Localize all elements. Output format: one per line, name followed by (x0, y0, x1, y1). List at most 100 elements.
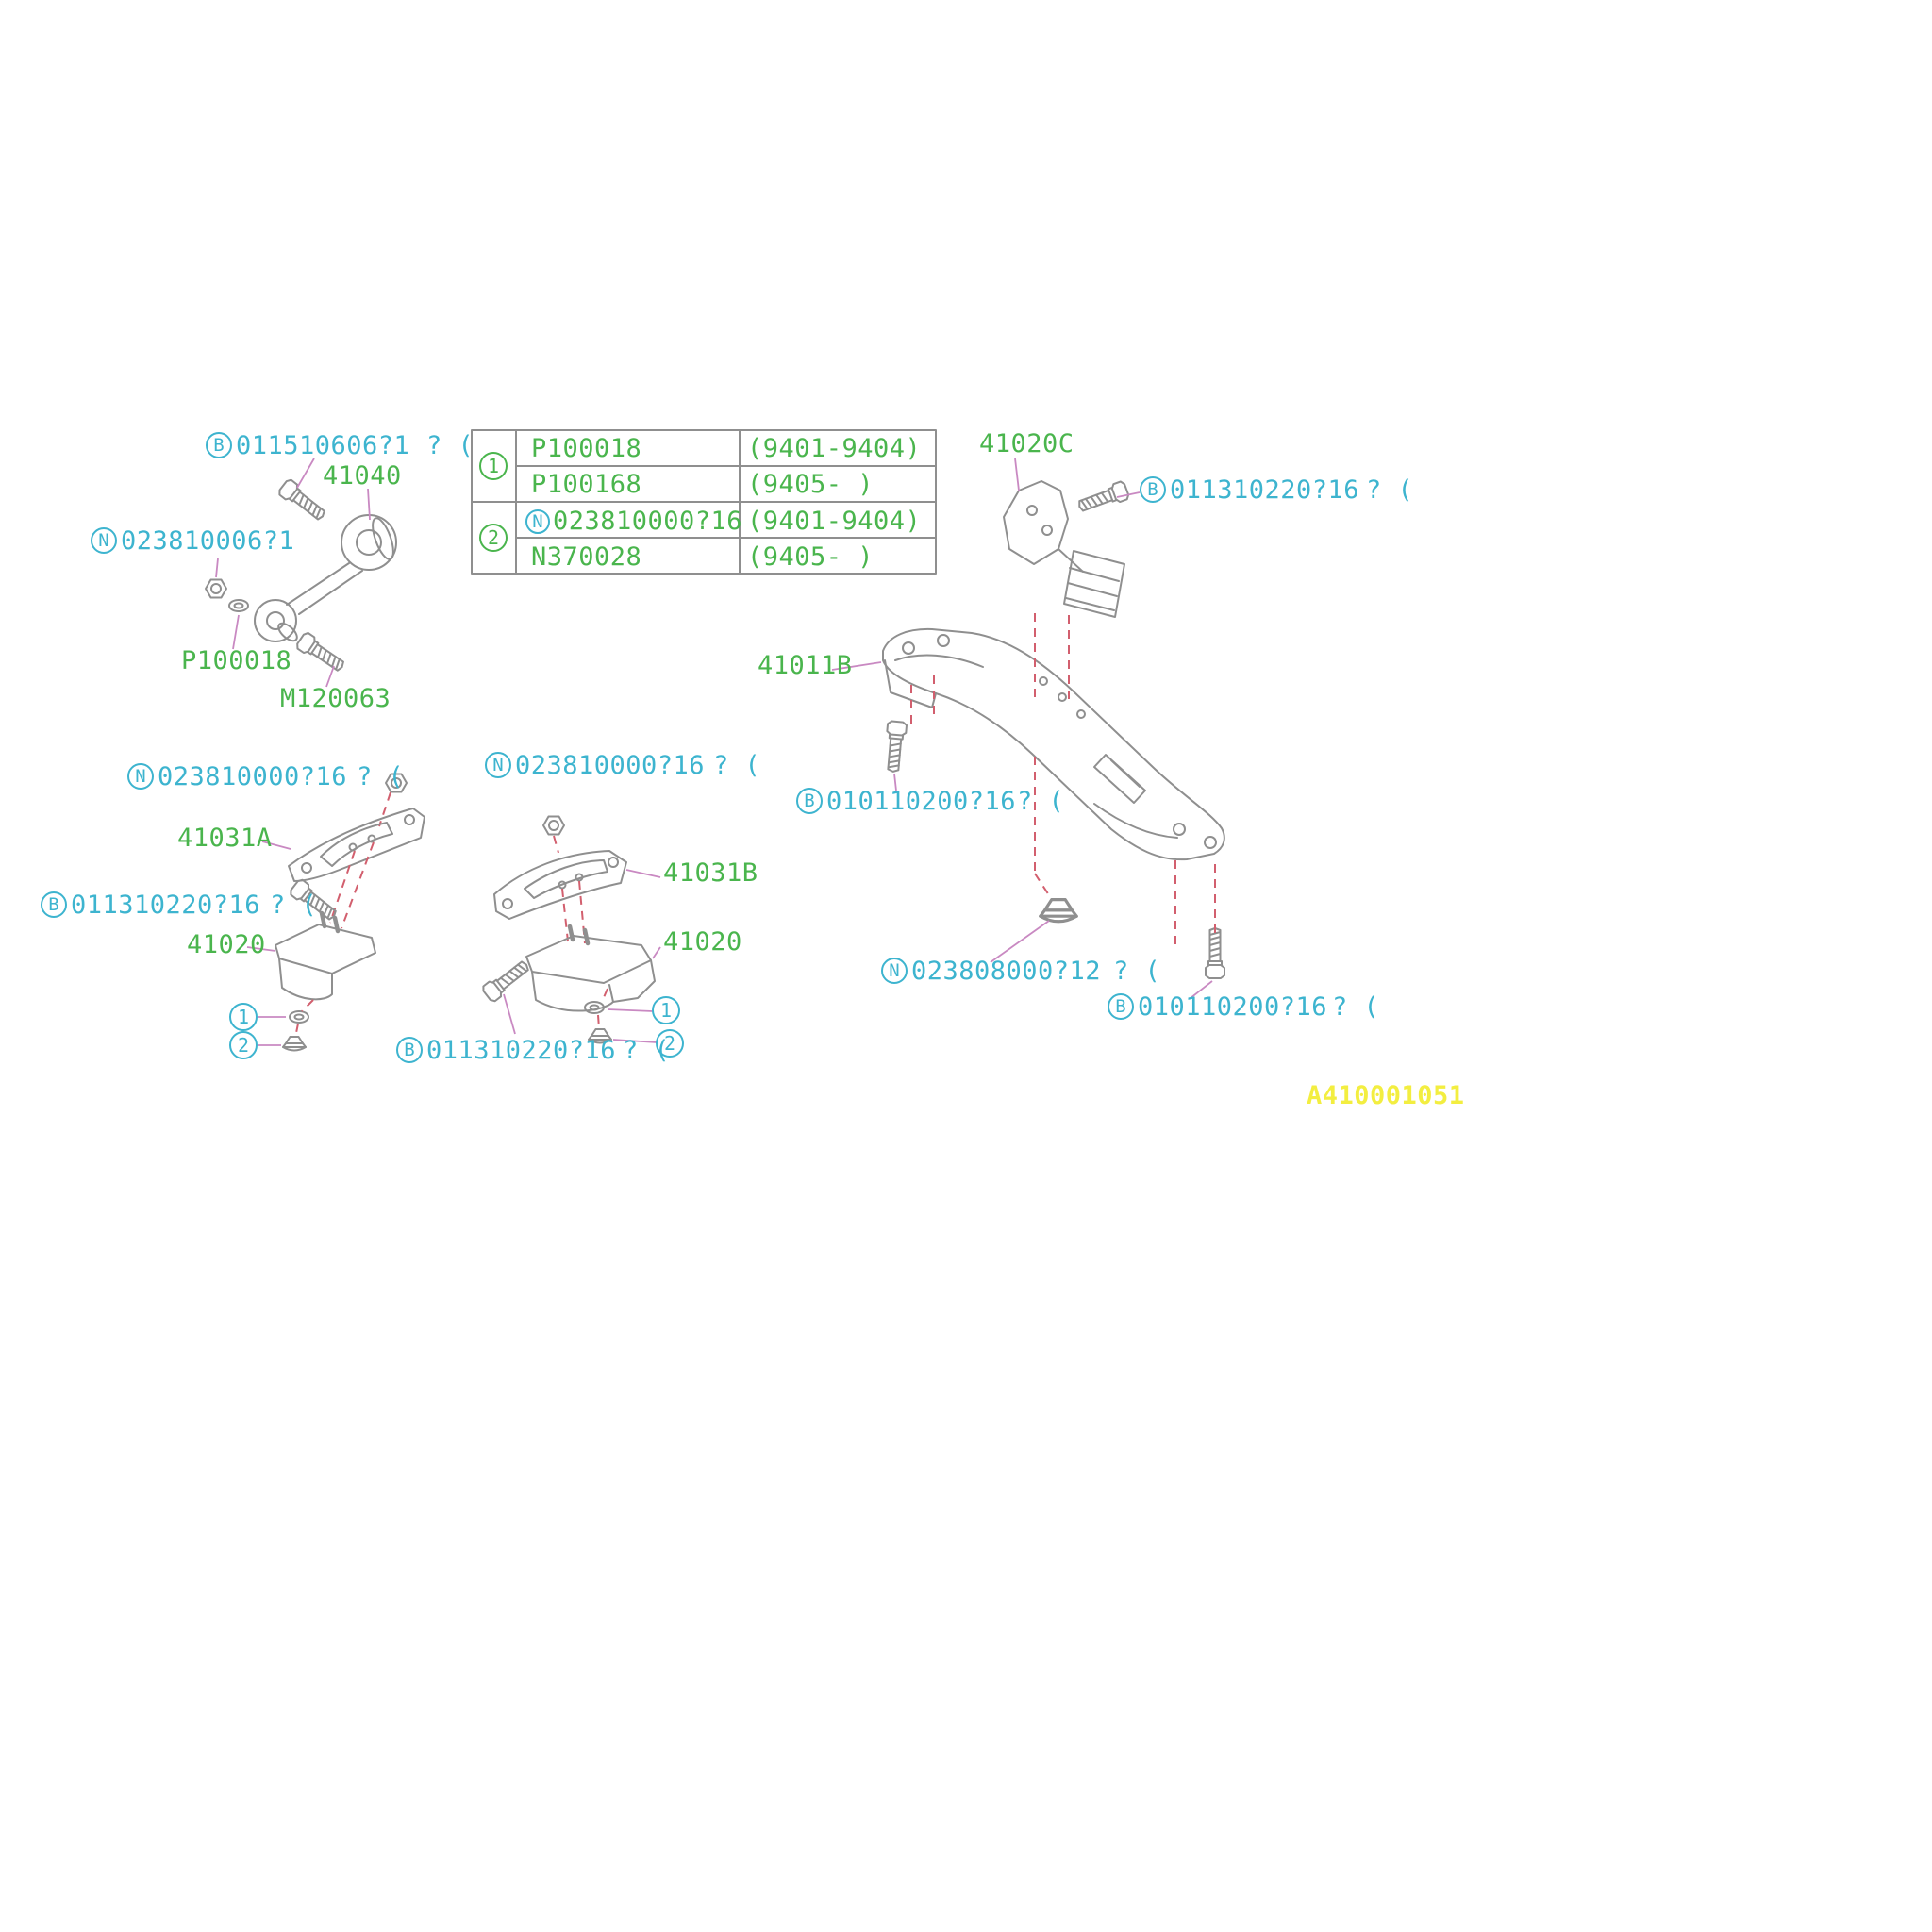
bracket-41031b-outline (493, 850, 627, 920)
bracket-41031a-outline (288, 808, 425, 882)
bracket-41020c-plate (1003, 480, 1069, 565)
mount-studs (319, 910, 341, 934)
crossmember-slot (1093, 754, 1146, 804)
assembly-dash-line (597, 988, 608, 1029)
bolt-icon (293, 630, 349, 676)
table-column-lines (515, 429, 741, 575)
assembly-dash-line (378, 791, 391, 827)
bolt-icon (1074, 479, 1131, 517)
fastener-label-center-mount-nut: N 023810000?16 ? ( (485, 751, 760, 780)
circled-letter: B (804, 791, 814, 811)
circled-b-icon (796, 788, 823, 814)
table-date-range: (9401-9404) (747, 434, 921, 463)
fastener-qty-mark: ? ( (426, 431, 474, 460)
callout-2-center: 2 (656, 1029, 684, 1058)
leader-line (1014, 458, 1020, 491)
washer-icon (228, 599, 249, 612)
table-part-number: P100018 (531, 434, 641, 463)
assembly-dash-line (294, 999, 314, 1039)
rod-body (286, 562, 363, 615)
table-part-number: P100168 (531, 470, 641, 499)
mount-41020-top (275, 924, 376, 974)
circled-1-icon (479, 452, 508, 480)
fastener-number: 011310220?16 (426, 1036, 616, 1065)
circled-letter: B (213, 435, 224, 456)
fastener-number: 023810000?16 (158, 762, 347, 791)
crossmember-flange-lines (894, 654, 1178, 839)
fastener-qty-mark: ? ( (270, 891, 317, 920)
group-symbol: 1 (488, 455, 499, 477)
circled-letter: N (532, 511, 542, 532)
leader-line (625, 869, 661, 878)
part-label-41031a: 41031A (177, 824, 273, 853)
fastener-number: 010110200?16 (826, 787, 1016, 816)
leader-line (831, 661, 882, 671)
fastener-number: 023808000?12 (911, 957, 1101, 986)
part-label-41020c: 41020C (979, 429, 1074, 458)
part-label-41011b: 41011B (758, 651, 853, 680)
leader-line (232, 614, 240, 650)
fastener-qty-mark: ? ( (357, 762, 404, 791)
bolt-icon (882, 720, 908, 774)
circled-n-icon (91, 527, 117, 554)
assembly-dash-line (329, 841, 375, 929)
fastener-number: 011510606?1 (236, 431, 409, 460)
table-group-2: 2 (479, 524, 508, 552)
crossmember-hole (1039, 676, 1048, 686)
center-mount-drawing (480, 815, 656, 1044)
callout-number: 1 (238, 1006, 249, 1028)
assembly-dash-line (553, 835, 559, 854)
bracket-hole (558, 880, 567, 890)
circled-letter: N (98, 530, 108, 551)
fastener-qty-mark: ? ( (713, 751, 760, 780)
part-label-41020-center: 41020 (663, 927, 742, 957)
assembly-dash-line (910, 613, 1216, 949)
bracket-hole (608, 857, 619, 868)
crossmember-drawing (882, 613, 1225, 979)
leader-line (215, 558, 219, 578)
bracket-hole (575, 873, 584, 882)
circled-n-icon (485, 752, 511, 778)
bolt-icon (480, 956, 534, 1005)
bracket-arch (524, 859, 608, 899)
fastener-label-left-mount-nut: N 023810000?16 ? ( (127, 762, 404, 791)
circled-letter: B (48, 894, 58, 915)
circled-b-icon (206, 432, 232, 458)
callout-2-left: 2 (229, 1031, 258, 1059)
fastener-qty-mark: ? ( (1017, 787, 1064, 816)
bolt-icon (1205, 927, 1225, 979)
bracket-rubber-block (1063, 550, 1125, 618)
leader-line (612, 1039, 658, 1043)
mount-41020-flange (612, 959, 656, 1003)
fastener-qty-mark: ? ( (623, 1036, 670, 1065)
circled-n-icon (881, 958, 908, 984)
circled-letter: N (135, 766, 145, 787)
leader-line (503, 993, 516, 1035)
callout-number: 2 (238, 1034, 249, 1057)
fastener-label-crossmember-rear-bolt: B 010110200?16 ? ( (1108, 992, 1379, 1022)
circled-letter: N (889, 960, 899, 981)
part-label-41020-left: 41020 (187, 930, 266, 959)
crossmember-hole (1173, 823, 1186, 836)
rod-lower-eye-hole (266, 611, 285, 630)
crossmember-hole (1058, 692, 1067, 702)
callout-1-center: 1 (652, 996, 680, 1024)
fastener-number: 023810006?1 (121, 526, 294, 556)
nut-icon (205, 578, 227, 599)
table-part-number: N370028 (531, 542, 641, 572)
fastener-qty-mark: ? ( (1113, 957, 1160, 986)
circled-letter: N (492, 755, 503, 775)
circled-2-icon (479, 524, 508, 552)
fastener-number: 010110200?16 (1138, 992, 1327, 1022)
rod-upper-eye (341, 514, 397, 571)
circled-2-icon (229, 1031, 258, 1059)
leader-line (325, 665, 335, 688)
crossmember-outline (882, 627, 1225, 861)
bracket-arch (320, 822, 393, 867)
leader-line (296, 458, 315, 489)
table-part-number: 023810000?16 (553, 507, 742, 536)
circled-n-icon (525, 509, 550, 534)
fastener-number: 011310220?16 (1170, 475, 1359, 505)
mount-41020-body (278, 958, 333, 1001)
